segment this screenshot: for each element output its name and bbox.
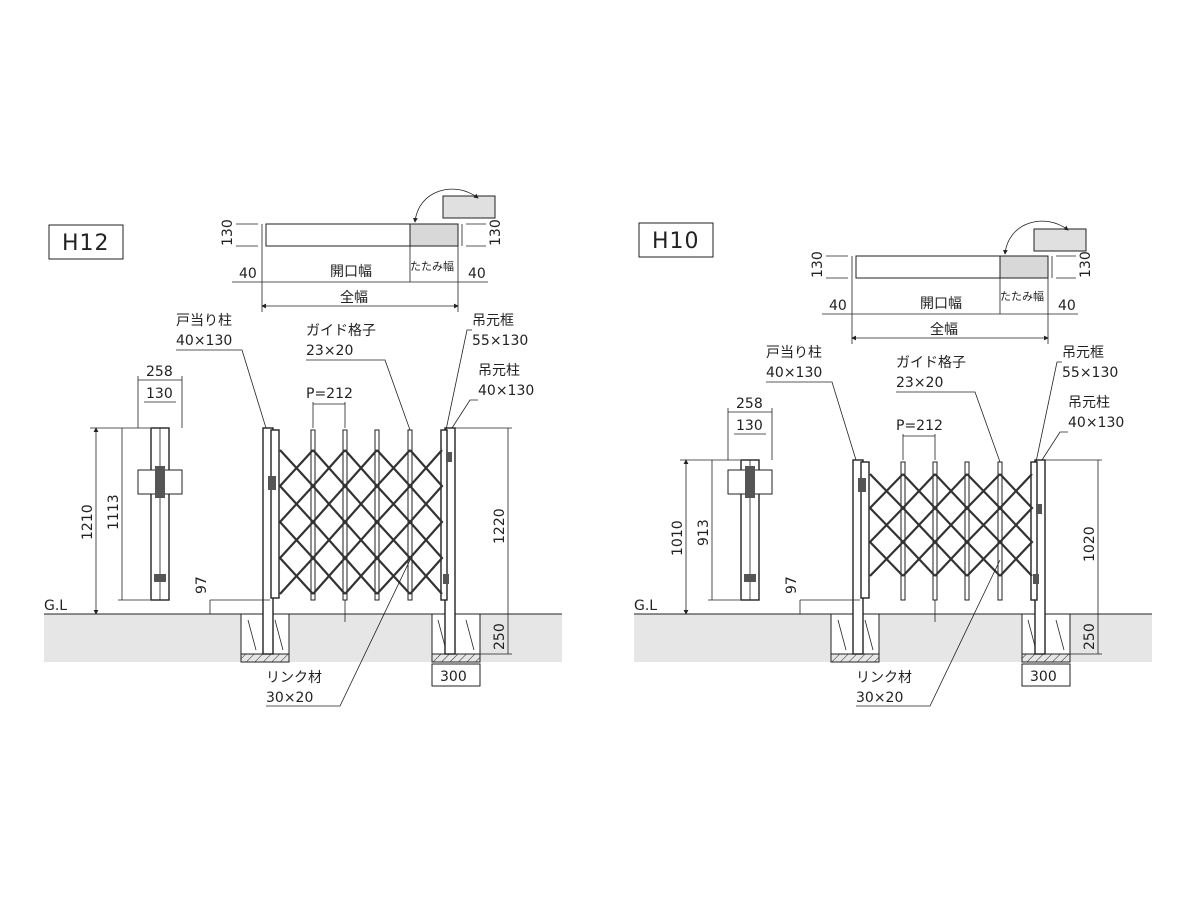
swing-arrow — [412, 188, 479, 223]
gap-dim: 97 — [784, 576, 800, 594]
gl-label: G.L — [44, 598, 67, 614]
hinge-frame-front — [1030, 461, 1038, 601]
link-size: 30×20 — [266, 690, 313, 706]
frame-label: 吊元框 — [472, 313, 514, 329]
embed-dim: 250 — [492, 623, 508, 650]
frame-size: 55×130 — [1062, 365, 1118, 381]
foundation-right — [1021, 613, 1071, 655]
plan-fold-label: たたみ幅 — [1000, 290, 1044, 303]
door-frame-front — [270, 429, 280, 599]
link-label: リンク材 — [266, 670, 322, 686]
guide-size: 23×20 — [306, 343, 353, 359]
door-post-label: 戸当り柱 — [766, 345, 822, 361]
plan-right-offset: 40 — [1058, 298, 1076, 314]
guide-label: ガイド格子 — [306, 323, 376, 339]
hinge-frame-front — [440, 429, 448, 601]
guide-label: ガイド格子 — [896, 355, 966, 371]
door-frame-front — [860, 461, 870, 599]
diagram-h10: H10 130 130 40 40 開口幅 たたみ幅 全幅 — [634, 220, 1152, 707]
title-box — [638, 222, 714, 258]
post-inner-dim: 130 — [146, 386, 173, 402]
door-post-size: 40×130 — [176, 333, 232, 349]
plan-depth-right: 130 — [1078, 251, 1094, 278]
frame-label: 吊元框 — [1062, 345, 1104, 361]
pitch-label: P=212 — [896, 418, 943, 434]
plan-view: 130 130 40 40 開口幅 たたみ幅 全幅 — [810, 220, 1094, 344]
plan-fold-label: たたみ幅 — [410, 260, 454, 273]
link-size: 30×20 — [856, 690, 903, 706]
diagram-title: H10 — [652, 229, 700, 254]
guide-size: 23×20 — [896, 375, 943, 391]
gap-dim: 97 — [194, 576, 210, 594]
door-post-label: 戸当り柱 — [176, 313, 232, 329]
diagram-h12: H12 130 130 40 40 開口幅 たたみ幅 全 — [44, 188, 562, 707]
hinge-post-size: 40×130 — [478, 383, 534, 399]
post-inner-dim: 130 — [736, 418, 763, 434]
height-post-dim: 913 — [696, 519, 712, 546]
hinge-post-size: 40×130 — [1068, 415, 1124, 431]
plan-opening-label: 開口幅 — [920, 296, 962, 312]
swing-arrow — [1002, 220, 1069, 255]
footing-dim: 300 — [440, 669, 467, 685]
plan-left-offset: 40 — [829, 298, 847, 314]
plan-left-offset: 40 — [239, 266, 257, 282]
link-label: リンク材 — [856, 670, 912, 686]
height-post-dim: 1113 — [106, 494, 122, 530]
ground — [634, 614, 1152, 662]
height-total-dim: 1010 — [670, 520, 686, 556]
plan-depth-right: 130 — [488, 219, 504, 246]
right-height-dim: 1220 — [492, 508, 508, 544]
ground — [44, 614, 562, 662]
height-total-dim: 1210 — [80, 504, 96, 540]
lattice — [868, 473, 1034, 577]
plan-folded-gate — [442, 195, 496, 219]
hinge-post-label: 吊元柱 — [478, 363, 520, 379]
guide-bars — [900, 461, 1003, 601]
plan-fold-area — [999, 255, 1049, 279]
embed-dim: 250 — [1082, 623, 1098, 650]
plan-right-offset: 40 — [468, 266, 486, 282]
foundation-right — [431, 613, 481, 655]
plan-opening-label: 開口幅 — [330, 264, 372, 280]
plan-fold-area — [409, 223, 459, 247]
gl-label: G.L — [634, 598, 657, 614]
right-height-dim: 1020 — [1082, 526, 1098, 562]
pitch-label: P=212 — [306, 386, 353, 402]
plan-total-label: 全幅 — [340, 289, 368, 306]
frame-size: 55×130 — [472, 333, 528, 349]
plan-folded-gate — [1033, 228, 1087, 252]
footing-box — [431, 663, 481, 687]
plan-depth-left: 130 — [220, 219, 236, 246]
plan-depth-left: 130 — [810, 251, 826, 278]
lattice — [278, 449, 444, 595]
title-box — [48, 224, 124, 260]
plan-view: 130 130 40 40 開口幅 たたみ幅 全幅 — [220, 188, 504, 312]
footing-dim: 300 — [1030, 669, 1057, 685]
plan-total-label: 全幅 — [930, 321, 958, 338]
hinge-post-label: 吊元柱 — [1068, 395, 1110, 411]
post-outer-dim: 258 — [736, 396, 763, 412]
diagram-title: H12 — [62, 231, 110, 256]
footing-box — [1021, 663, 1071, 687]
post-outer-dim: 258 — [146, 364, 173, 380]
door-post-size: 40×130 — [766, 365, 822, 381]
